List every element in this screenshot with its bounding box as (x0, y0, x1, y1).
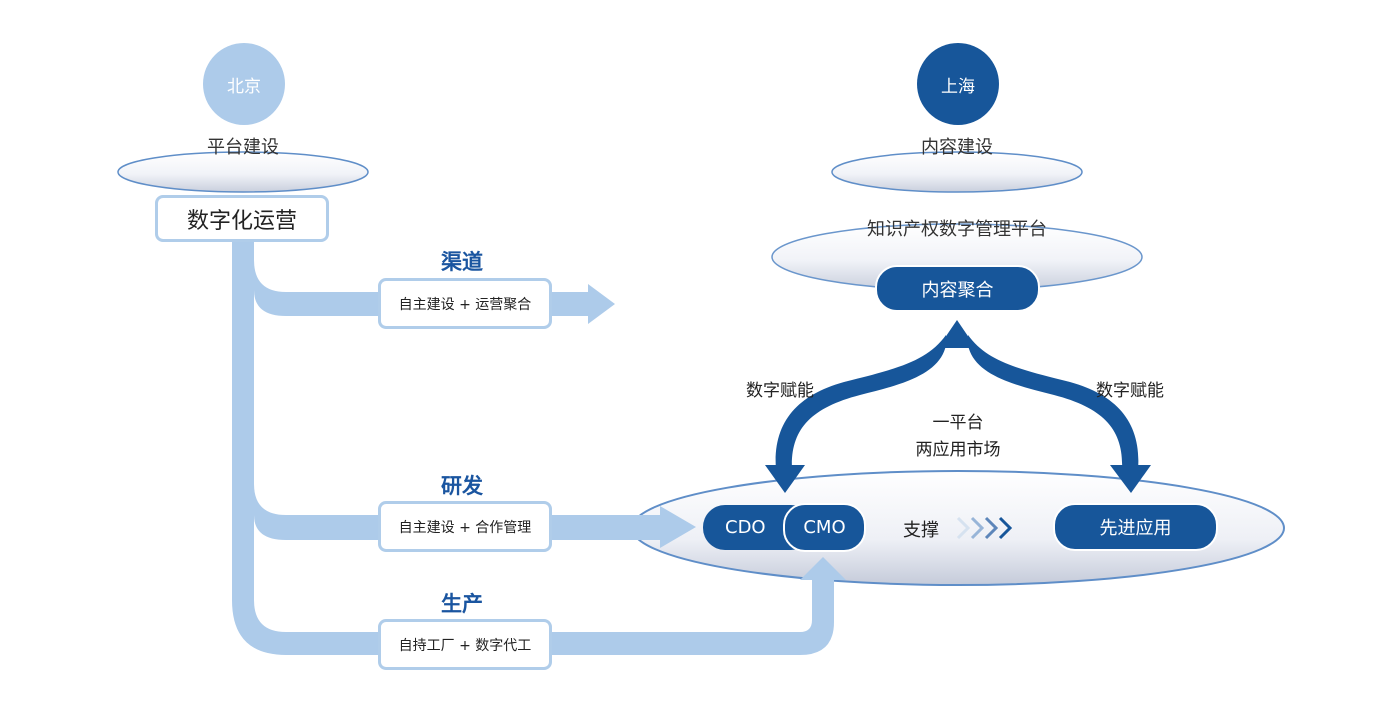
one-platform-label: 一平台 (932, 413, 984, 433)
chevrons-right-icon (956, 516, 1013, 540)
beijing-label: 北京 (227, 76, 261, 97)
beijing-circle: 北京 (203, 43, 285, 125)
branch-box-channel: 自主建设 + 运营聚合 (378, 278, 552, 329)
two-markets-label: 两应用市场 (915, 440, 1001, 460)
support-label: 支撑 (903, 520, 939, 541)
digital-empower-left: 数字赋能 (746, 381, 814, 401)
branch-title-channel: 渠道 (441, 250, 483, 274)
right-top-disc (831, 151, 1083, 193)
arrow-channel-head (588, 284, 615, 324)
shanghai-circle: 上海 (917, 43, 999, 125)
branch-title-rd: 研发 (441, 474, 483, 498)
arrow-up-head (938, 320, 976, 348)
platform-title: 知识产权数字管理平台 (867, 219, 1047, 240)
arrow-left-down-head (765, 465, 805, 493)
left-disc (117, 151, 369, 193)
arrow-production-head (800, 557, 846, 580)
branch-title-production: 生产 (441, 592, 483, 616)
fork-arrows (775, 335, 1139, 470)
content-build-caption: 内容建设 (921, 137, 993, 158)
content-aggregate-pill: 内容聚合 (875, 265, 1040, 312)
shanghai-label: 上海 (941, 76, 975, 97)
platform-build-caption: 平台建设 (207, 137, 279, 158)
cmo-pill: CMO (783, 503, 866, 552)
branch-box-production: 自持工厂 + 数字代工 (378, 619, 552, 670)
branch-box-rd: 自主建设 + 合作管理 (378, 501, 552, 552)
digital-operation-box: 数字化运营 (155, 195, 329, 242)
arrow-rd-head (660, 506, 696, 548)
advanced-app-pill: 先进应用 (1053, 503, 1218, 551)
digital-empower-right: 数字赋能 (1096, 381, 1164, 401)
arrow-right-down-head (1110, 465, 1151, 493)
